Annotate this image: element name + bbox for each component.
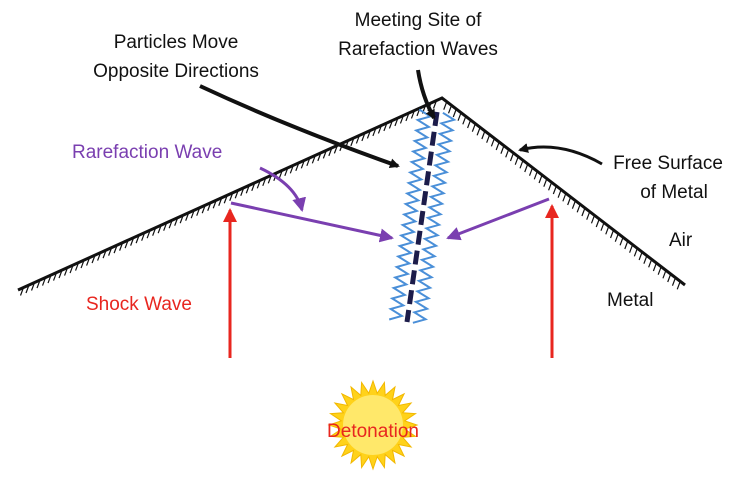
metal-label: Metal <box>607 290 653 311</box>
meeting-site-callout-arrow <box>416 69 436 120</box>
free-surface-label-line2: of Metal <box>640 182 708 203</box>
metal-hatching <box>19 100 681 296</box>
rarefaction-wave-label: Rarefaction Wave <box>72 142 222 163</box>
free-surface-outline <box>17 96 686 292</box>
meeting-zone-zigzag <box>388 108 457 324</box>
shock-wave-label: Shock Wave <box>86 294 192 315</box>
meeting-site-label-line2: Rarefaction Waves <box>338 39 498 60</box>
meeting-site-label-line1: Meeting Site of <box>355 10 482 31</box>
rarefaction-label-arrow <box>259 166 306 212</box>
free-surface-label-line1: Free Surface <box>613 153 723 174</box>
rarefaction-wave-right-arrow <box>446 197 550 241</box>
particles-label-line1: Particles Move <box>114 32 239 53</box>
air-label: Air <box>669 230 693 251</box>
detonation-sun-icon <box>327 379 419 471</box>
free-surface-callout-arrow <box>518 143 603 166</box>
rarefaction-wave-left-arrow <box>230 201 394 243</box>
detonation-label: Detonation <box>327 421 419 442</box>
meeting-line <box>404 111 440 323</box>
particles-callout-arrow <box>199 84 400 169</box>
particles-label-line2: Opposite Directions <box>93 61 259 82</box>
